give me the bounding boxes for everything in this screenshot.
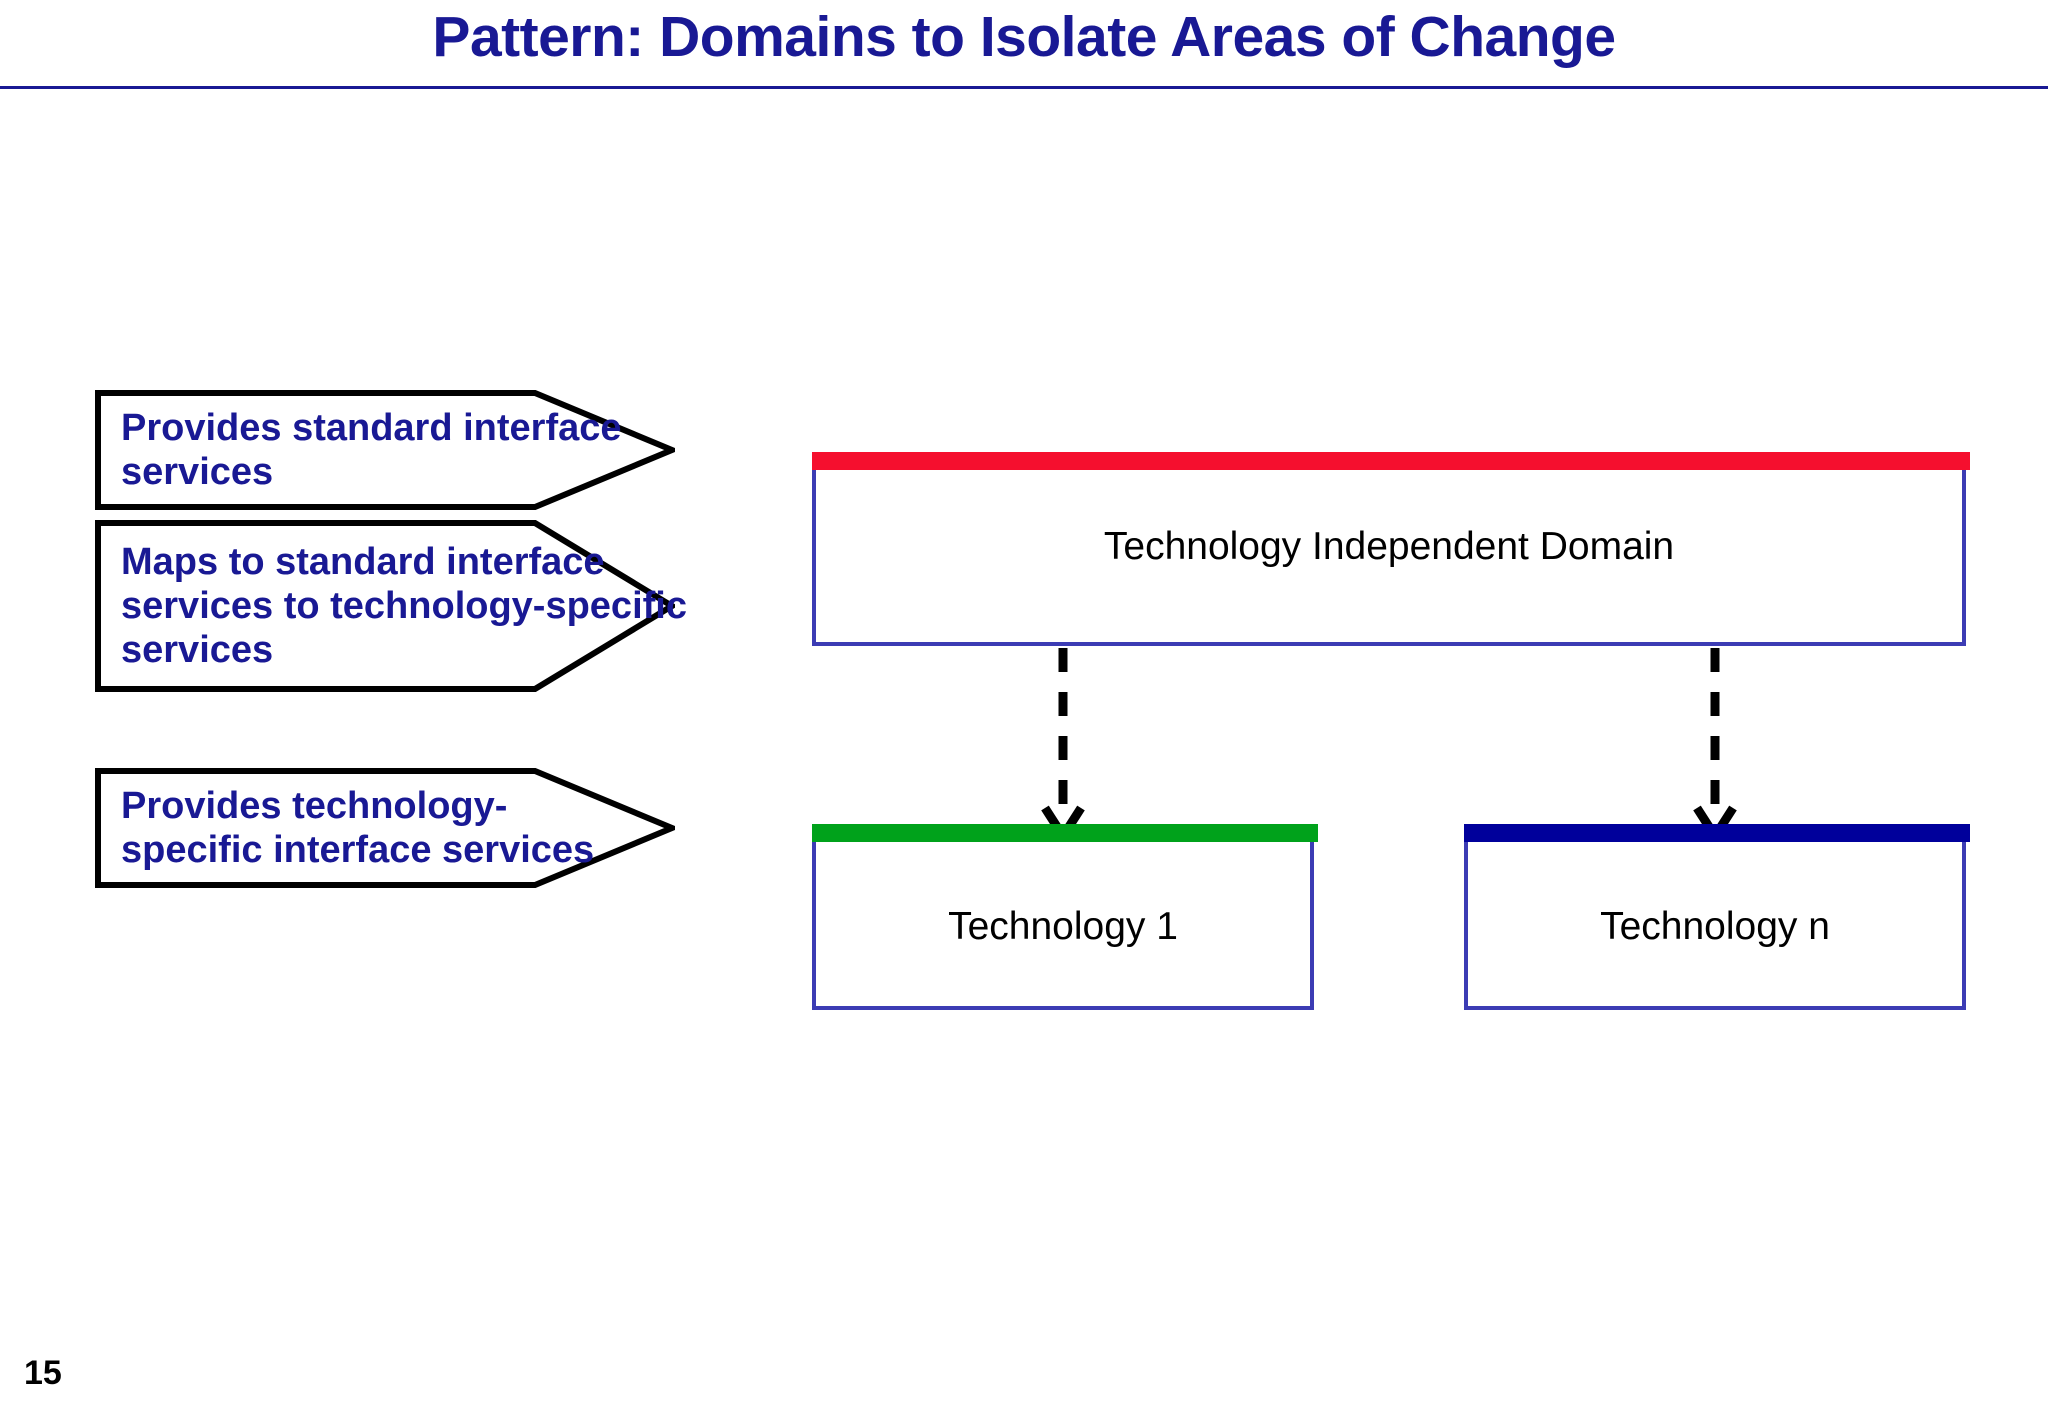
callout-text: Provides standard interface services (121, 390, 622, 510)
callout-pentagon-shape (95, 390, 675, 510)
connector-domain-to-technology-1 (1041, 648, 1085, 845)
title-divider (0, 86, 2048, 89)
callout-line: Provides technology- (121, 784, 508, 827)
box-technology-independent-domain[interactable]: Technology Independent Domain (812, 452, 1970, 646)
callout-pentagon-shape (95, 768, 675, 888)
callout-provides-technology-specific-interface-services[interactable]: Provides technology- specific interface … (95, 768, 675, 888)
box-label: Technology 1 (948, 905, 1178, 948)
page-number: 15 (24, 1354, 62, 1392)
box-technology-1[interactable]: Technology 1 (812, 824, 1318, 1010)
callout-text: Maps to standard interface services to t… (121, 520, 687, 692)
box-label: Technology Independent Domain (1103, 525, 1675, 568)
callout-line: services to technology-specific (121, 584, 687, 627)
callout-line: specific interface services (121, 829, 595, 871)
accent-bar-green (812, 824, 1318, 842)
accent-bar-red (812, 452, 1970, 470)
callout-line: services (121, 451, 274, 493)
callout-pentagon-shape (95, 520, 675, 692)
box-label: Technology n (1600, 905, 1830, 948)
page-title: Pattern: Domains to Isolate Areas of Cha… (432, 5, 1616, 69)
callout-line: Maps to standard interface (121, 540, 605, 583)
callout-text: Provides technology- specific interface … (121, 768, 595, 888)
callout-line: Provides standard interface (121, 406, 622, 449)
callout-provides-standard-interface-services[interactable]: Provides standard interface services (95, 390, 675, 510)
accent-bar-blue (1464, 824, 1970, 842)
connector-domain-to-technology-n (1693, 648, 1737, 845)
box-technology-n[interactable]: Technology n (1464, 824, 1970, 1010)
callout-line: services (121, 629, 274, 672)
callout-maps-to-standard-interface-services[interactable]: Maps to standard interface services to t… (95, 520, 687, 692)
